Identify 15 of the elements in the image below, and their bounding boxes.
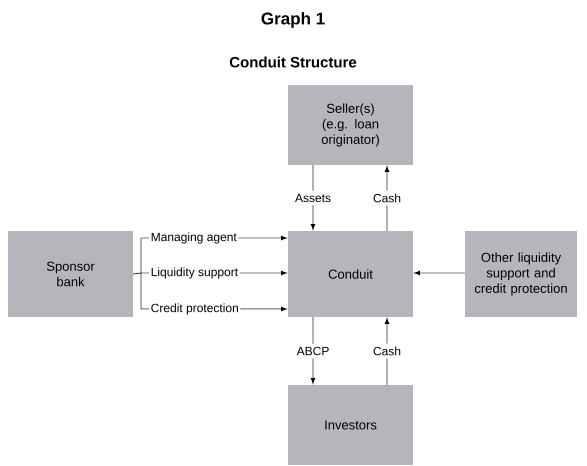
subtitle: Conduit Structure — [230, 56, 356, 68]
box: Sponsor bank — [8, 231, 133, 317]
edge-label: Credit protection — [149, 302, 240, 316]
edge-label: Liquidity support — [149, 266, 240, 280]
edge-label: Managing agent — [149, 230, 238, 246]
edge-label: Assets — [294, 190, 332, 206]
arrow — [414, 270, 466, 276]
title: Graph 1 — [262, 12, 325, 28]
box: Seller(s) (e.g. loan originator) — [288, 85, 413, 165]
box: Conduit — [288, 231, 413, 317]
edge-label: Cash — [372, 190, 402, 206]
box: Investors — [288, 384, 413, 465]
box: Other liquidity support and credit protection — [465, 231, 577, 317]
edge-label: ABCP — [296, 344, 330, 358]
edge-label: Cash — [372, 344, 402, 358]
